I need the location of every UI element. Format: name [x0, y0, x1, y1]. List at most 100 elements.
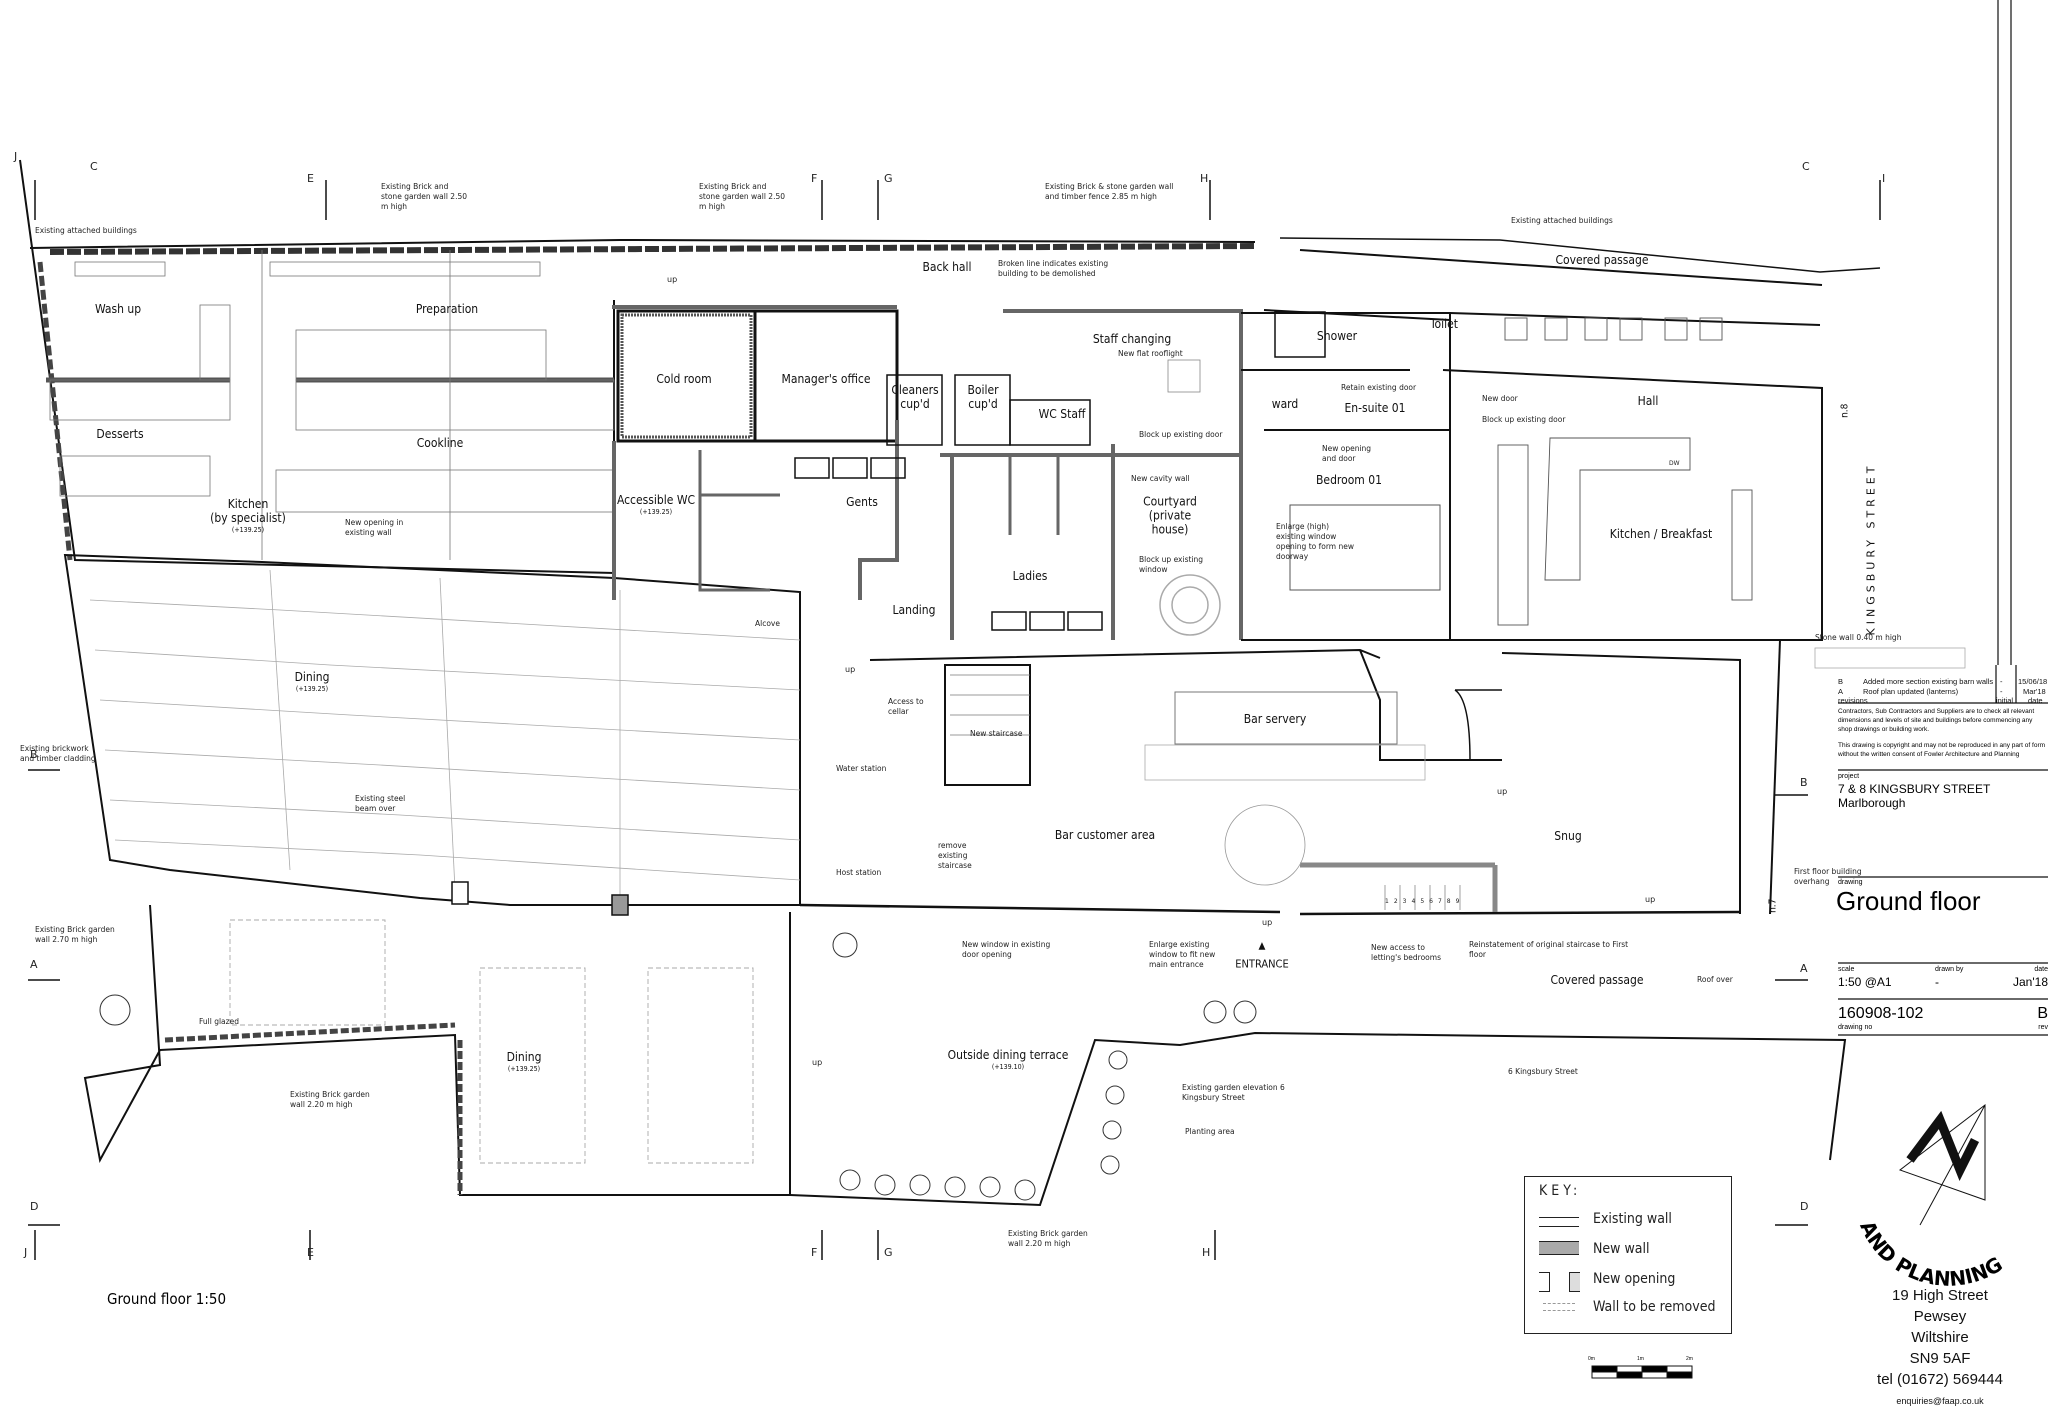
- annotation: New flat rooflight: [1118, 349, 1183, 358]
- kitchen-outline: [19, 159, 615, 575]
- annotation: Reinstatement of original staircase to F…: [1469, 940, 1629, 960]
- annotation: Existing Brick garden wall 2.70 m high: [35, 925, 115, 945]
- date-value: Jan'18: [2013, 975, 2048, 989]
- annotation: Enlarge existing window to fit new main …: [1149, 940, 1216, 970]
- annotation: Planting area: [1185, 1127, 1235, 1136]
- section-marker: F: [811, 172, 818, 185]
- logo-text: FOWLER ARCHITECTURE: [0, 0, 11, 5]
- up-label: up: [845, 665, 856, 674]
- key-item-new-opening: New opening: [1593, 1271, 1676, 1287]
- annotation: New window in existing door opening: [962, 940, 1051, 960]
- section-marker: C: [1802, 160, 1810, 173]
- annotation: New cavity wall: [1131, 474, 1190, 483]
- drawn-by-value: -: [1935, 975, 1939, 989]
- street-name-label: KINGSBURY STREET: [1864, 462, 1878, 636]
- new-opening-swatch: [1569, 1272, 1580, 1292]
- key-item-wall-to-be-removed: Wall to be removed: [1593, 1299, 1716, 1315]
- dishwasher-label: DW: [1669, 460, 1680, 467]
- bar-block: [799, 639, 1781, 916]
- annotation: Host station: [836, 868, 882, 877]
- room-level: (+139.25): [295, 684, 329, 693]
- new-wall-swatch: [1539, 1241, 1579, 1255]
- room-label-wardrobe: ward: [1271, 397, 1299, 412]
- room-label-hall: Hall: [1637, 394, 1659, 409]
- address-line: 19 High Street: [1892, 1287, 1988, 1304]
- project-label: project: [1838, 773, 1860, 780]
- svg-text:AND PLANNING: AND PLANNING: [1855, 1217, 2006, 1291]
- room-label-preparation: Preparation: [415, 302, 479, 317]
- annotation: Existing Brick garden wall 2.20 m high: [1008, 1229, 1088, 1249]
- room-label-outside-terrace: Outside dining terrace(+139.10): [948, 1048, 1069, 1071]
- date-header: date: [2028, 696, 2043, 705]
- drawing-name: Ground floor: [1836, 886, 1981, 916]
- logo-bottom-text: AND PLANNING: [1855, 1217, 2006, 1291]
- room-label-cleaners-cupboard: Cleaners cup'd: [891, 383, 939, 411]
- revision-date: 15/06/18: [2018, 677, 2048, 686]
- annotation: Existing Brick and stone garden wall 2.5…: [699, 182, 785, 212]
- scale-bar-label: 1m: [1637, 1356, 1644, 1362]
- revision-label: rev: [2038, 1024, 2048, 1031]
- entrance-arrow-icon: ▲: [1258, 940, 1266, 952]
- room-label-managers-office: Manager's office: [781, 372, 871, 387]
- room-label-covered-passage-top: Covered passage: [1555, 253, 1649, 268]
- annotation: Existing brickwork and timber cladding: [20, 744, 96, 764]
- annotation: remove existing staircase: [938, 841, 972, 871]
- up-label: up: [1645, 895, 1656, 904]
- room-label-dining: Dining(+139.25): [295, 670, 330, 693]
- annotation: Alcove: [755, 619, 780, 628]
- up-label: up: [812, 1058, 823, 1067]
- initial-header: initial: [1996, 696, 2014, 705]
- room-label-wc-staff: WC Staff: [1038, 407, 1086, 422]
- section-marker: A: [30, 958, 38, 971]
- revision-initial: -: [2000, 687, 2003, 696]
- room-name: Accessible WC: [616, 493, 696, 508]
- room-label-landing: Landing: [892, 603, 936, 618]
- copyright-note: This drawing is copyright and may not be…: [1838, 742, 2046, 758]
- email-address: enquiries@faap.co.uk: [1896, 1396, 1984, 1406]
- annotation: 6 Kingsbury Street: [1508, 1067, 1578, 1076]
- revision-code: B: [1838, 677, 1844, 686]
- stair-step: 9: [1455, 898, 1465, 905]
- revision-description: Roof plan updated (lanterns): [1863, 687, 1959, 696]
- room-label-gents: Gents: [846, 495, 878, 510]
- section-marker: E: [307, 1246, 314, 1259]
- room-label-courtyard: Courtyard (private house): [1143, 494, 1197, 536]
- stair-step: 5: [1420, 898, 1430, 905]
- section-marker: G: [884, 1246, 893, 1259]
- room-label-ladies: Ladies: [1012, 569, 1048, 584]
- key-item-existing-wall: Existing wall: [1593, 1211, 1672, 1227]
- entrance-label: ENTRANCE: [1235, 957, 1289, 971]
- section-marker: J: [24, 1246, 28, 1259]
- stair-numbers: 123456789: [1385, 898, 1464, 905]
- address-line: Wiltshire: [1911, 1329, 1969, 1346]
- annotation: Block up existing door: [1482, 415, 1566, 424]
- address-line: SN9 5AF: [1909, 1350, 1971, 1367]
- revision-value: B: [2037, 1005, 2048, 1022]
- room-label-boiler-cupboard: Boiler cup'd: [967, 383, 999, 411]
- logo-graphic: [1898, 1103, 1986, 1226]
- revision-description: Added more section existing barn walls: [1863, 677, 1994, 686]
- room-label-dining-lower: Dining(+139.25): [507, 1050, 542, 1073]
- room-label-back-hall: Back hall: [922, 260, 972, 275]
- house-number-8: n.8: [1839, 403, 1851, 418]
- up-label: up: [667, 275, 678, 284]
- stair-step: 2: [1393, 898, 1403, 905]
- room-label-kitchen: Kitchen (by specialist)(+139.25): [210, 497, 286, 534]
- revision-date: Mar'18: [2023, 687, 2046, 696]
- revision-initial: -: [2000, 677, 2003, 686]
- room-label-wash-up: Wash up: [94, 302, 142, 317]
- annotation: Full glazed: [199, 1017, 239, 1026]
- drawing-caption: Ground floor 1:50: [107, 1290, 227, 1308]
- section-marker: H: [1200, 172, 1209, 185]
- existing-wall-swatch: [1539, 1217, 1579, 1227]
- room-level: (+139.25): [231, 525, 265, 534]
- section-marker: A: [1800, 962, 1808, 975]
- annotation: First floor building overhang: [1794, 867, 1862, 887]
- annotation: Existing Brick garden wall 2.20 m high: [290, 1090, 370, 1110]
- wall-removed-swatch: [1543, 1303, 1575, 1311]
- room-label-bedroom: Bedroom 01: [1316, 473, 1382, 488]
- room-label-shower: Shower: [1316, 329, 1358, 344]
- room-label-accessible-wc: Accessible WC(+139.25): [616, 493, 696, 516]
- annotation: Existing attached buildings: [1511, 216, 1613, 225]
